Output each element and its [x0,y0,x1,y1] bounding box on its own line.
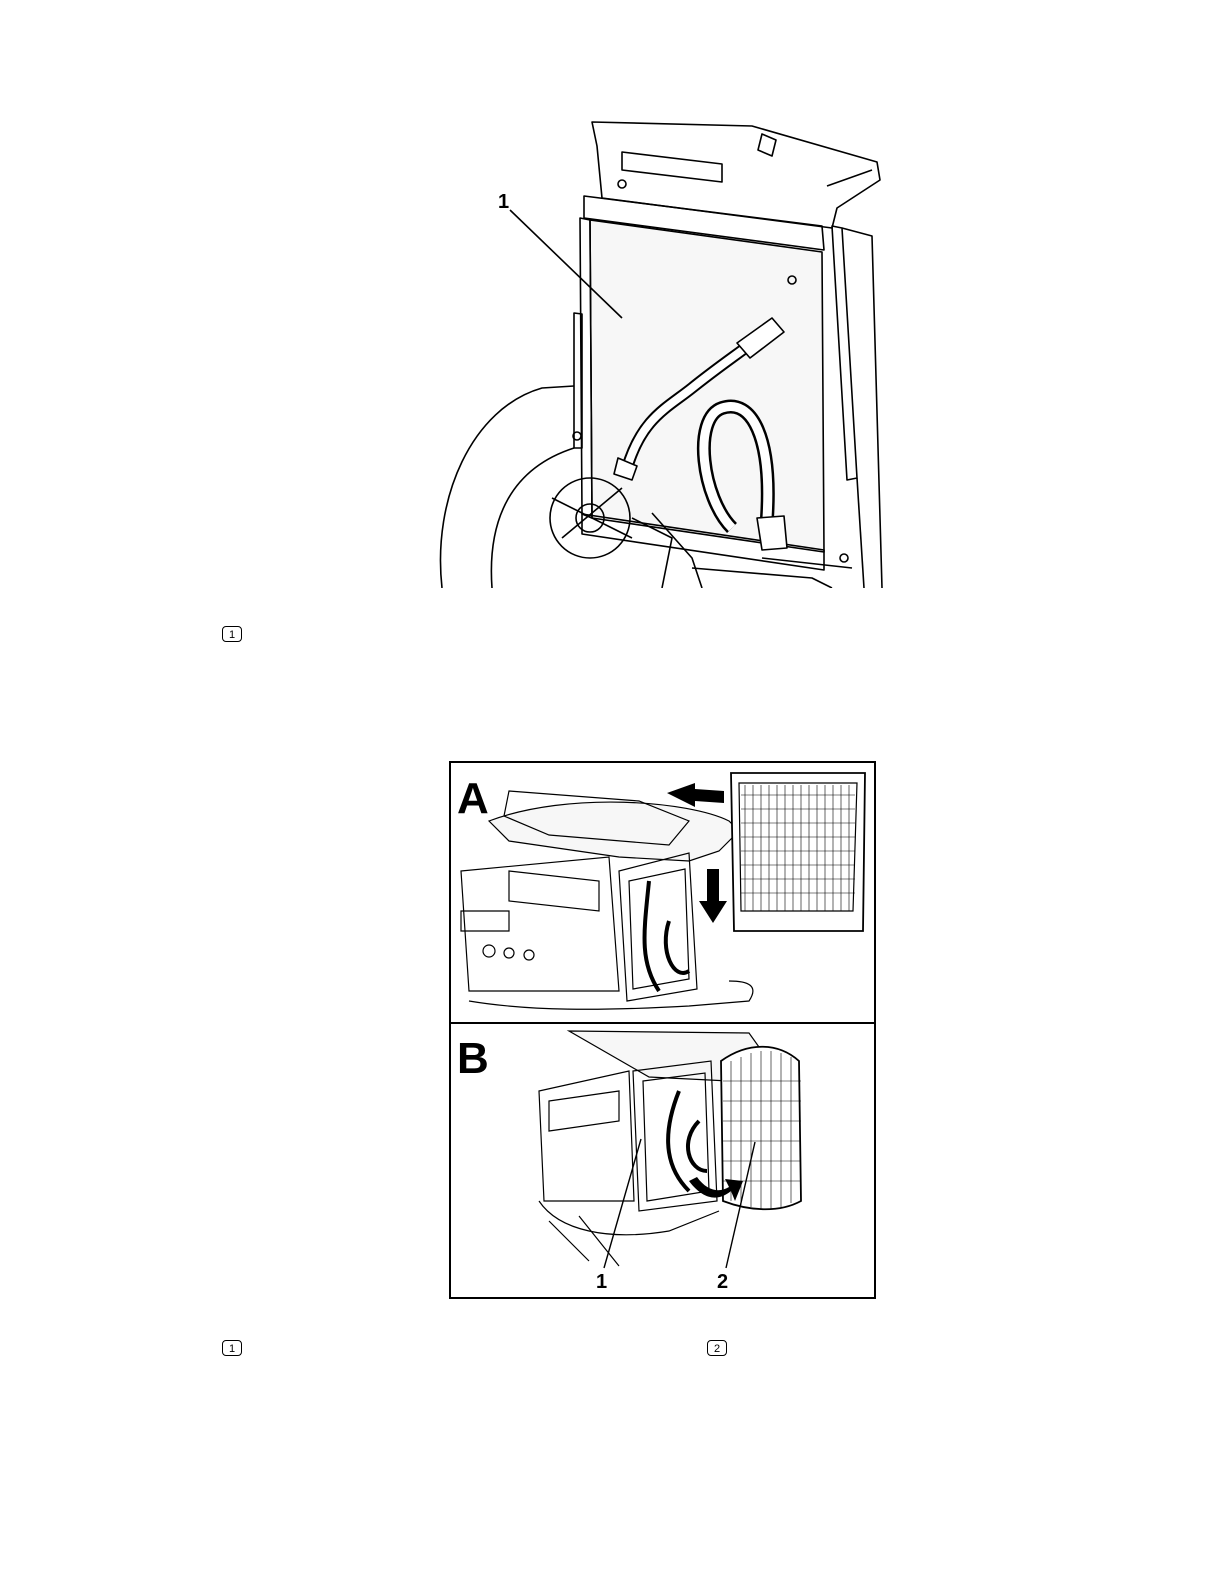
callout-label-1: 1 [596,1271,607,1293]
legend-marker-1: 1 [222,1340,242,1356]
oil-cooler-illustration: 1 [432,118,892,588]
callout-label-1: 1 [498,191,509,213]
legend-marker-2: 2 [707,1340,727,1356]
panel-a-label: A [457,774,489,823]
legend-marker-1: 1 [222,626,242,642]
grille-removal-illustration: A B [449,761,877,1301]
panel-b-label: B [457,1034,489,1083]
callout-label-2: 2 [717,1271,728,1293]
